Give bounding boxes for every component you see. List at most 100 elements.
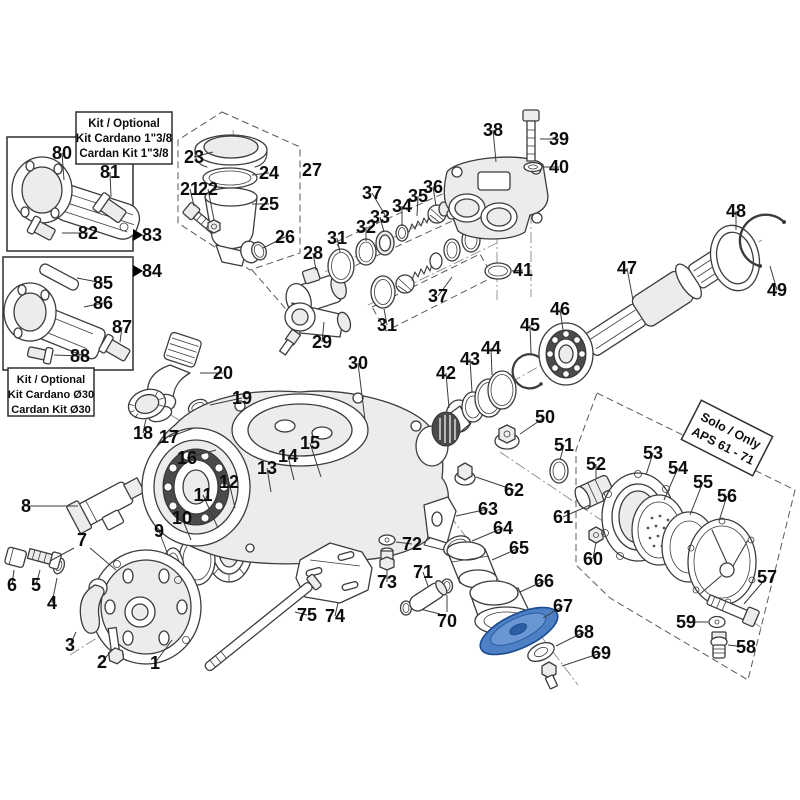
leader-line-51: [559, 444, 565, 461]
part-25-filter-cup: [204, 187, 260, 267]
lower-parts: [204, 534, 454, 672]
leader-line-71: [422, 571, 429, 587]
leader-line-74: [334, 602, 339, 617]
part-7-bracket-lines: [49, 547, 117, 571]
leader-line-13: [266, 467, 272, 493]
leader-line-15: [309, 442, 322, 478]
leader-line-31: [336, 237, 341, 253]
part-5-bolt: [26, 547, 62, 570]
part-label-53: 53: [643, 443, 663, 463]
leader-line-2: [101, 649, 113, 663]
part-50-flanged-nut: [494, 424, 520, 450]
part-label-62: 62: [504, 480, 524, 500]
part-label-56: 56: [717, 486, 737, 506]
part-label-73: 73: [377, 572, 397, 592]
part-number-labels: 1234567891011121314151617181920212223242…: [7, 120, 787, 673]
leader-line-31: [383, 308, 388, 326]
part-label-66: 66: [534, 571, 554, 591]
part-label-83: 83: [142, 225, 162, 245]
part-29-valve-body: [278, 302, 352, 356]
part-label-12: 12: [219, 472, 239, 492]
leader-line-63: [455, 508, 489, 517]
leader-line-38: [492, 129, 497, 163]
leader-line-6: [11, 569, 15, 586]
part-label-4: 4: [47, 593, 57, 613]
body-main-bearing: [141, 427, 251, 547]
part-label-86: 86: [93, 293, 113, 313]
part-label-74: 74: [325, 606, 345, 626]
leader-line-67: [542, 605, 564, 619]
part-label-19: 19: [232, 388, 252, 408]
part-label-82: 82: [78, 223, 98, 243]
leader-line-50: [519, 416, 546, 435]
part-label-64: 64: [493, 518, 513, 538]
part-label-33: 33: [370, 207, 390, 227]
part-label-87: 87: [112, 317, 132, 337]
leader-line-87: [119, 326, 123, 343]
leader-line-65: [491, 547, 520, 561]
part-label-29: 29: [312, 332, 332, 352]
leader-line-47: [626, 267, 634, 301]
leader-line-29: [321, 321, 325, 343]
part-88-bolt: [26, 346, 54, 365]
leader-line-9: [158, 530, 169, 556]
leader-line-75: [294, 611, 308, 616]
part-39-bolt: [522, 109, 540, 162]
leader-line-10: [181, 517, 192, 541]
leader-line-60: [592, 541, 597, 560]
part-label-81: 81: [100, 162, 120, 182]
part-label-34: 34: [392, 196, 412, 216]
leader-line-14: [287, 455, 295, 481]
arrow-marker-icon: [133, 229, 143, 241]
leader-line-68: [555, 631, 585, 647]
part-label-28: 28: [303, 243, 323, 263]
leader-line-18: [142, 418, 147, 434]
leader-line-37: [437, 276, 453, 297]
part-label-22: 22: [198, 179, 218, 199]
part-82-bolt: [26, 215, 56, 241]
part-72-washer: [378, 534, 396, 546]
kit-cardano-o30-label-box: [7, 367, 95, 417]
part-label-55: 55: [693, 472, 713, 492]
part-35-spring: [408, 215, 430, 233]
solo-group: [549, 458, 760, 659]
leader-line-41: [511, 269, 524, 272]
part-1-crankcase-cover: [90, 549, 202, 665]
part-label-15: 15: [300, 433, 320, 453]
part-label-23: 23: [184, 147, 204, 167]
part-63-bracket: [423, 496, 457, 551]
part-32-seat-ring: [355, 238, 377, 266]
part-73-plug: [379, 547, 395, 571]
part-label-69: 69: [591, 643, 611, 663]
part-label-31: 31: [377, 315, 397, 335]
part-2-bolt: [107, 626, 125, 665]
part-label-36: 36: [423, 177, 443, 197]
leader-line-44: [490, 347, 493, 376]
part-label-57: 57: [757, 567, 777, 587]
leader-line-35: [416, 195, 419, 217]
leader-line-86: [83, 302, 104, 308]
kit2-line3: Cardan Kit Ø30: [11, 404, 90, 416]
leader-line-53: [645, 452, 654, 476]
part-label-45: 45: [520, 315, 540, 335]
part-label-52: 52: [586, 454, 606, 474]
part-65-piston: [446, 541, 498, 589]
leader-line-17: [168, 427, 195, 438]
part-label-41: 41: [513, 260, 533, 280]
part-26-o-ring: [251, 241, 267, 261]
part-57-bolt: [706, 594, 760, 628]
part-label-37: 37: [428, 286, 448, 306]
part-label-31: 31: [327, 228, 347, 248]
part-label-58: 58: [736, 637, 756, 657]
leader-line-43: [469, 358, 473, 393]
leader-line-72: [395, 541, 413, 545]
part-69-bolt: [541, 661, 558, 690]
part-label-75: 75: [297, 605, 317, 625]
part-label-59: 59: [676, 612, 696, 632]
part-59-washer: [708, 615, 726, 629]
leader-line-36: [432, 186, 437, 207]
part-label-18: 18: [133, 423, 153, 443]
part-60-nut: [588, 526, 604, 544]
part-62-flange-nut: [454, 462, 476, 486]
